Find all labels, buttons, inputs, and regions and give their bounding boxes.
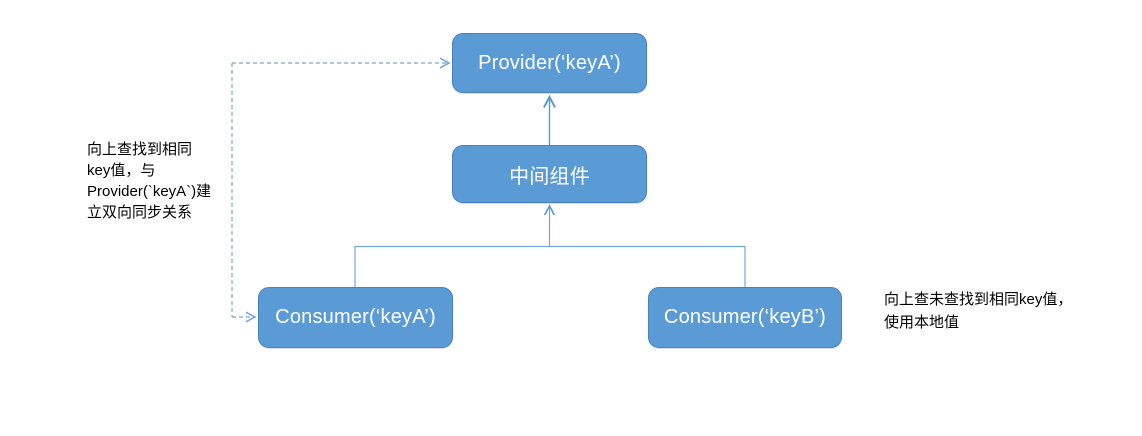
node-consumer-b-label: Consumer(‘keyB’)	[663, 306, 827, 328]
node-middle-label: 中间组件	[509, 165, 590, 188]
annotation-left-sync-note: 向上查找到相同 key值，与 Provider(`keyA`)建 立双向同步关系	[87, 141, 212, 221]
node-provider-label: Provider(‘keyA’)	[478, 51, 621, 74]
edge-consumers-elbow	[354, 245, 746, 288]
annotation-right-local-value-note: 向上查未查找到相同key值， 使用本地值	[884, 291, 1073, 331]
node-consumer-keya[interactable]: Consumer(‘keyA’)	[258, 287, 453, 348]
node-middle-component[interactable]: 中间组件	[452, 145, 647, 203]
node-provider-keya[interactable]: Provider(‘keyA’)	[452, 33, 647, 93]
node-consumer-a-label: Consumer(‘keyA’)	[275, 306, 436, 328]
node-consumer-keyb[interactable]: Consumer(‘keyB’)	[648, 287, 842, 348]
